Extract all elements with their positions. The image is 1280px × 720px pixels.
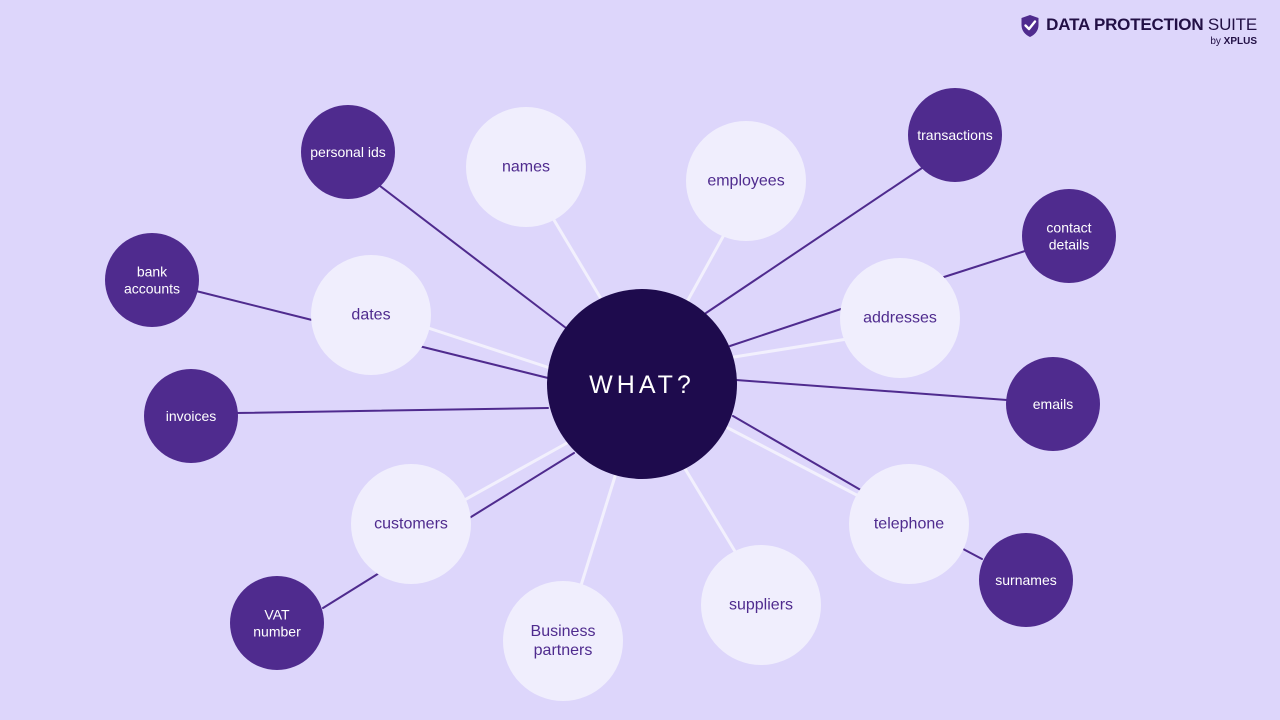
node-label-contact-details: contact bbox=[1046, 220, 1091, 236]
dark-connector-group bbox=[195, 167, 1026, 609]
connector-telephone bbox=[726, 426, 872, 504]
node-circle-addresses bbox=[840, 258, 960, 378]
shield-check-icon bbox=[1021, 15, 1039, 37]
node-telephone: telephone bbox=[849, 464, 969, 584]
brand-title-bold: DATA PROTECTION bbox=[1046, 15, 1204, 34]
node-label-customers: customers bbox=[374, 516, 448, 533]
brand-title-light: SUITE bbox=[1203, 15, 1257, 34]
brand-title: DATA PROTECTION SUITE bbox=[1046, 14, 1257, 36]
node-circle-surnames bbox=[979, 533, 1073, 627]
center-label: WHAT? bbox=[589, 371, 695, 399]
node-addresses: addresses bbox=[840, 258, 960, 378]
connector-suppliers bbox=[682, 465, 744, 565]
node-label-invoices: invoices bbox=[166, 408, 217, 424]
node-circle-invoices bbox=[144, 369, 238, 463]
node-surnames: surnames bbox=[979, 533, 1073, 627]
connector-invoices bbox=[235, 407, 549, 414]
node-label-personal-ids: personal ids bbox=[310, 144, 386, 160]
node-emails: emails bbox=[1006, 357, 1100, 451]
connector-transactions bbox=[705, 167, 923, 314]
node-label-vat-number: number bbox=[253, 623, 301, 639]
node-employees: employees bbox=[686, 121, 806, 241]
center-circle bbox=[547, 289, 737, 479]
node-personal-ids: personal ids bbox=[301, 105, 395, 199]
node-label-emails: emails bbox=[1033, 396, 1073, 412]
node-circle-contact-details bbox=[1022, 189, 1116, 283]
brand-subtitle: by XPLUS bbox=[1210, 36, 1257, 48]
connector-business-partners bbox=[576, 468, 619, 597]
node-customers: customers bbox=[351, 464, 471, 584]
node-circle-emails bbox=[1006, 357, 1100, 451]
node-circle-transactions bbox=[908, 88, 1002, 182]
light-connector-group bbox=[408, 203, 872, 597]
node-names: names bbox=[466, 107, 586, 227]
connector-names bbox=[543, 203, 602, 299]
node-label-contact-details: details bbox=[1049, 236, 1089, 252]
center-node: WHAT? bbox=[547, 289, 737, 479]
node-suppliers: suppliers bbox=[701, 545, 821, 665]
node-circle-personal-ids bbox=[301, 105, 395, 199]
node-label-bank-accounts: bank bbox=[137, 264, 168, 280]
node-invoices: invoices bbox=[144, 369, 238, 463]
node-circle-vat-number bbox=[230, 576, 324, 670]
brand-sub-company: XPLUS bbox=[1223, 36, 1257, 47]
node-label-employees: employees bbox=[707, 173, 784, 190]
node-label-transactions: transactions bbox=[917, 127, 992, 143]
node-dates: dates bbox=[311, 255, 431, 375]
node-group: WHAT? names employees dates addresses custome… bbox=[105, 88, 1116, 701]
node-transactions: transactions bbox=[908, 88, 1002, 182]
node-circle-bank-accounts bbox=[105, 233, 199, 327]
node-label-surnames: surnames bbox=[995, 572, 1056, 588]
node-circle-employees bbox=[686, 121, 806, 241]
node-label-bank-accounts: accounts bbox=[124, 280, 180, 296]
node-business-partners: Business partners bbox=[503, 581, 623, 701]
node-circle-business-partners bbox=[503, 581, 623, 701]
node-label-vat-number: VAT bbox=[264, 607, 290, 623]
node-circle-telephone bbox=[849, 464, 969, 584]
node-label-telephone: telephone bbox=[874, 516, 944, 533]
node-circle-names bbox=[466, 107, 586, 227]
node-circle-suppliers bbox=[701, 545, 821, 665]
connector-dates bbox=[408, 320, 558, 372]
node-label-suppliers: suppliers bbox=[729, 597, 793, 614]
connector-addresses bbox=[732, 335, 862, 359]
node-circle-dates bbox=[311, 255, 431, 375]
node-label-dates: dates bbox=[351, 307, 390, 324]
brand-sub-prefix: by bbox=[1210, 36, 1224, 47]
node-circle-customers bbox=[351, 464, 471, 584]
node-label-names: names bbox=[502, 159, 550, 176]
connector-emails bbox=[735, 379, 1008, 401]
node-label-addresses: addresses bbox=[863, 310, 937, 327]
node-label-business-partners: Business bbox=[531, 623, 596, 640]
connector-employees bbox=[686, 222, 732, 302]
connector-personal-ids bbox=[379, 185, 567, 329]
connector-customers bbox=[448, 441, 569, 510]
node-label-business-partners: partners bbox=[534, 642, 593, 659]
brand-logo: DATA PROTECTION SUITE by XPLUS bbox=[1020, 14, 1257, 48]
